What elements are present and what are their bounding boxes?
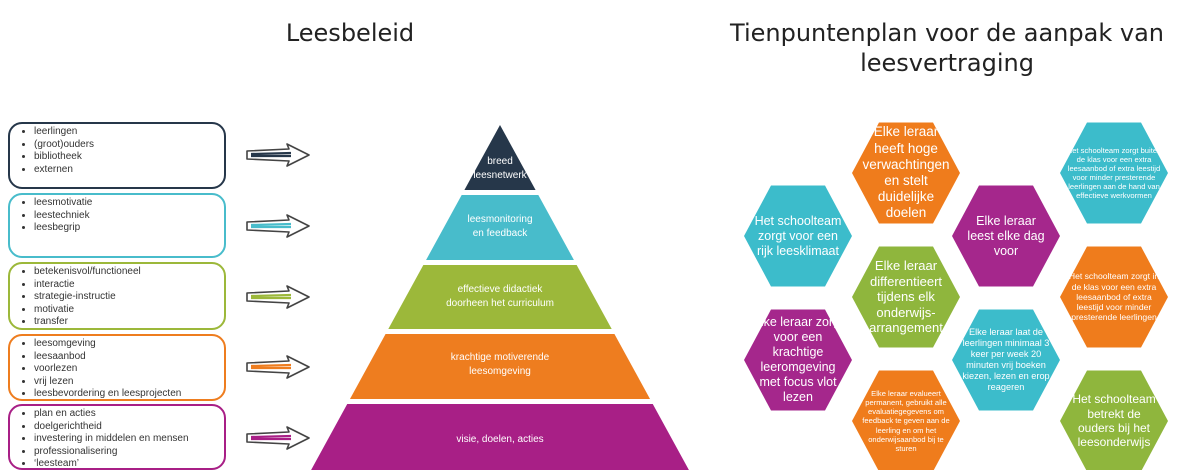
hexagon-text: Elke leraar differentieert tijdens elk o… bbox=[869, 258, 943, 336]
policy-box-item: professionalisering bbox=[34, 446, 224, 459]
hexagon-text: Het schoolteam zorgt voor een rijk leesk… bbox=[754, 213, 842, 258]
hexagon-7 bbox=[744, 309, 852, 411]
policy-box-item: bibliotheek bbox=[34, 151, 224, 164]
policy-box-4: leesomgevingleesaanbodvoorlezenvrij leze… bbox=[8, 334, 226, 401]
hexagon-text: Het schoolteam betrekt de ouders bij het… bbox=[1072, 392, 1156, 450]
pyramid-label: leesomgeving bbox=[469, 366, 531, 377]
policy-box-item: investering in middelen en mensen bbox=[34, 433, 224, 446]
policy-box-item: (groot)ouders bbox=[34, 139, 224, 152]
arrow-right-icon bbox=[246, 143, 310, 167]
hexagon-text: Elke leraar heeft hoge verwachtingen en … bbox=[862, 124, 950, 221]
policy-box-item: betekenisvol/functioneel bbox=[34, 266, 224, 279]
hexagon-text: Het schoolteam zorgt buiten de klas voor… bbox=[1066, 145, 1162, 201]
arrow-right-icon bbox=[246, 355, 310, 379]
policy-box-item: leesmotivatie bbox=[34, 197, 224, 210]
policy-box-item: leesaanbod bbox=[34, 351, 224, 364]
hexagon-text: Elke leraar evalueert permanent, gebruik… bbox=[862, 389, 950, 453]
policy-box-item: transfer bbox=[34, 316, 224, 329]
reading-policy-pyramid: breed leesnetwerk leesmonitoring en feedbac… bbox=[311, 125, 689, 470]
ten-point-plan-hexagons bbox=[744, 122, 1168, 470]
policy-box-1: leerlingen(groot)oudersbibliotheekextern… bbox=[8, 122, 226, 189]
pyramid-layer-4 bbox=[349, 334, 651, 399]
policy-box-item: leestechniek bbox=[34, 210, 224, 223]
hexagon-text: Het schoolteam zorgt in de klas voor een… bbox=[1068, 271, 1160, 323]
hexagon-1 bbox=[852, 122, 960, 224]
pyramid-layer-5 bbox=[311, 404, 689, 470]
policy-box-item: strategie-instructie bbox=[34, 291, 224, 304]
arrow-right-icon bbox=[246, 426, 310, 450]
policy-box-item: leesomgeving bbox=[34, 338, 224, 351]
pyramid-label: breed bbox=[487, 156, 513, 167]
right-title: Tienpuntenplan voor de aanpak van leesve… bbox=[730, 19, 1164, 77]
hexagon-9 bbox=[852, 370, 960, 470]
pyramid-layer-2 bbox=[426, 195, 574, 260]
policy-box-item: externen bbox=[34, 164, 224, 177]
hexagon-3 bbox=[744, 185, 852, 287]
pyramid-layer-1 bbox=[464, 125, 536, 190]
hexagon-4 bbox=[952, 185, 1060, 287]
pyramid-label: doorheen het curriculum bbox=[446, 298, 554, 309]
hexagon-text: Elke leraar leest elke dag voor bbox=[967, 213, 1045, 258]
pyramid-label: leesnetwerk bbox=[473, 170, 527, 181]
hexagon-text: Elke leraar laat de leerlingen minimaal … bbox=[962, 326, 1050, 393]
policy-box-item: leesbevordering en leesprojecten bbox=[34, 388, 224, 401]
hexagon-2 bbox=[1060, 122, 1168, 224]
arrow-right-icon bbox=[246, 285, 310, 309]
pyramid-layer-3 bbox=[388, 265, 612, 329]
policy-box-item: leesbegrip bbox=[34, 222, 224, 235]
policy-box-item: interactie bbox=[34, 279, 224, 292]
pyramid-label: leesmonitoring bbox=[467, 214, 532, 225]
policy-box-item: doelgerichtheid bbox=[34, 421, 224, 434]
pyramid-label: en feedback bbox=[473, 228, 528, 239]
hexagon-5 bbox=[852, 246, 960, 348]
policy-box-2: leesmotivatieleestechniekleesbegrip bbox=[8, 193, 226, 258]
policy-box-item: plan en acties bbox=[34, 408, 224, 421]
hexagon-10 bbox=[1060, 370, 1168, 470]
pyramid-label: krachtige motiverende bbox=[451, 352, 550, 363]
arrow-right-icon bbox=[246, 214, 310, 238]
policy-box-item: voorlezen bbox=[34, 363, 224, 376]
pyramid-label: effectieve didactiek bbox=[458, 284, 544, 295]
policy-box-item: leerlingen bbox=[34, 126, 224, 139]
policy-box-3: betekenisvol/functioneelinteractiestrate… bbox=[8, 262, 226, 330]
policy-box-5: plan en actiesdoelgerichtheidinvestering… bbox=[8, 404, 226, 470]
left-title: Leesbeleid bbox=[285, 19, 415, 47]
hexagon-text: Elke leraar zorgt voor een krachtige lee… bbox=[752, 315, 844, 404]
hexagon-6 bbox=[1060, 246, 1168, 348]
policy-box-item: motivatie bbox=[34, 304, 224, 317]
pyramid-label: visie, doelen, acties bbox=[456, 434, 543, 445]
hexagon-8 bbox=[952, 309, 1060, 411]
policy-box-item: ‘leesteam’ bbox=[34, 458, 224, 471]
policy-box-item: vrij lezen bbox=[34, 376, 224, 389]
